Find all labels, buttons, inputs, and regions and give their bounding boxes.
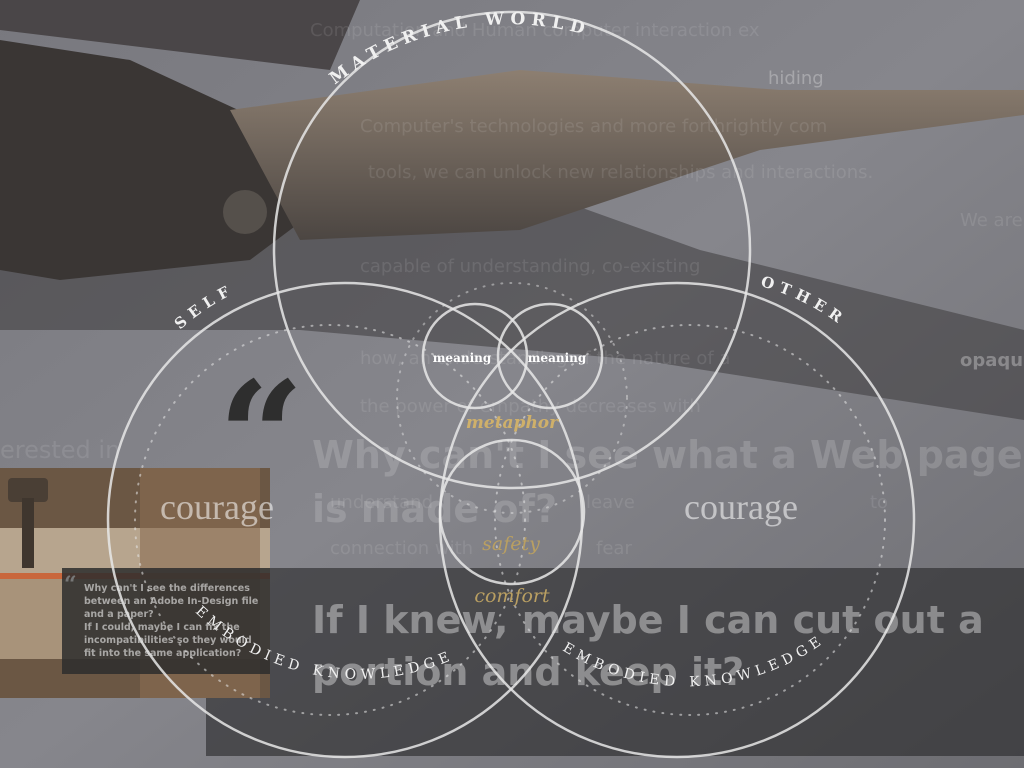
- material-world-circle: [272, 10, 752, 490]
- thumbnail-question: Why can't I see the differences between …: [84, 583, 259, 620]
- question-text: Why can't I see what a Web page is made …: [312, 433, 1023, 531]
- label-material-world: MATERIAL WORLD: [326, 9, 593, 89]
- label-self: SELF: [171, 280, 238, 333]
- bg-text-line: Computer's technologies and more forthri…: [360, 116, 828, 137]
- bg-text-word: to: [870, 492, 889, 513]
- label-meaning-left: meaning: [433, 351, 492, 365]
- bg-text-line: capable of understanding, co-existing: [360, 256, 701, 277]
- label-safety: safety: [482, 533, 540, 555]
- label-metaphor: metaphor: [466, 413, 559, 433]
- bg-text-word: understand: [330, 492, 434, 513]
- bg-text-line: the power of empathy decreases with: [360, 396, 701, 417]
- thumbnail-answer: If I could, maybe I can fix the incompat…: [84, 622, 252, 659]
- label-meaning-right: meaning: [528, 351, 587, 365]
- answer-band: [206, 568, 1024, 756]
- label-embodied-knowledge-right: EMBODIED KNOWLEDGE: [560, 631, 828, 690]
- self-circle: [106, 281, 584, 759]
- inner-dotted-circle: [396, 282, 628, 514]
- answer-text: If I knew, maybe I can cut out a portion…: [312, 598, 984, 694]
- bg-text-line: Computation and Human computer interacti…: [310, 20, 760, 41]
- bg-text-line: how, an understanding of the nature of a: [360, 348, 731, 369]
- bg-text-word: We are: [960, 210, 1023, 231]
- label-comfort: comfort: [474, 585, 550, 607]
- bg-text-word: hiding: [768, 68, 824, 89]
- courage-left-label: courage: [160, 487, 274, 527]
- bg-text-word: erested in: [0, 436, 121, 464]
- self-dotted-ring: [134, 324, 526, 716]
- thumbnail-caption: Why can't I see the differences between …: [84, 582, 264, 660]
- bg-text-word: fear: [596, 538, 632, 559]
- thumbnail-caption-panel: [62, 568, 270, 674]
- bg-text-word: leave: [586, 492, 635, 513]
- courage-right-label: courage: [684, 487, 798, 527]
- label-embodied-knowledge-left: EMBODIED KNOWLEDGE: [192, 603, 456, 683]
- other-dotted-ring: [494, 324, 886, 716]
- meaning-left-circle: [421, 302, 529, 410]
- bg-text-word: connection with: [330, 538, 474, 559]
- bg-text-word: opaqu: [960, 350, 1024, 371]
- thumbnail-quote-icon: “: [64, 572, 77, 598]
- bg-text-line: tools, we can unlock new relationships a…: [368, 162, 874, 183]
- meaning-right-circle: [496, 302, 604, 410]
- lower-overlap-circle: [438, 438, 586, 586]
